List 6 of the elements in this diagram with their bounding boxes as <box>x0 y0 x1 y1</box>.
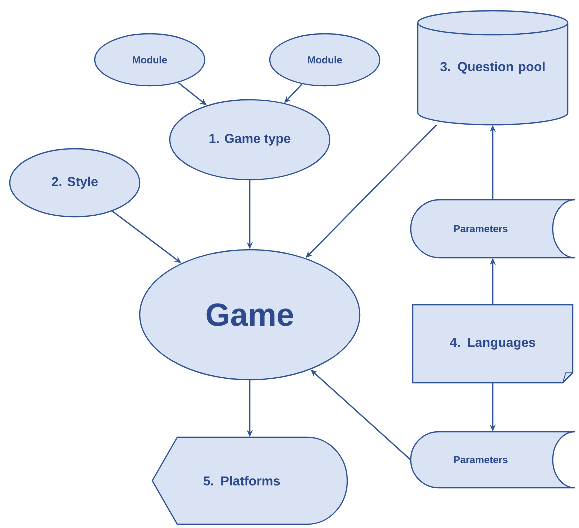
ellipse-node: 1. Game type <box>169 99 331 181</box>
ellipse-node: 2. Style <box>9 148 141 218</box>
ellipse-node: Module <box>269 33 381 87</box>
ellipse-node: Module <box>94 33 206 87</box>
ellipse-node: Game <box>139 249 361 381</box>
cylinder-node: 3. Question pool <box>417 10 569 126</box>
